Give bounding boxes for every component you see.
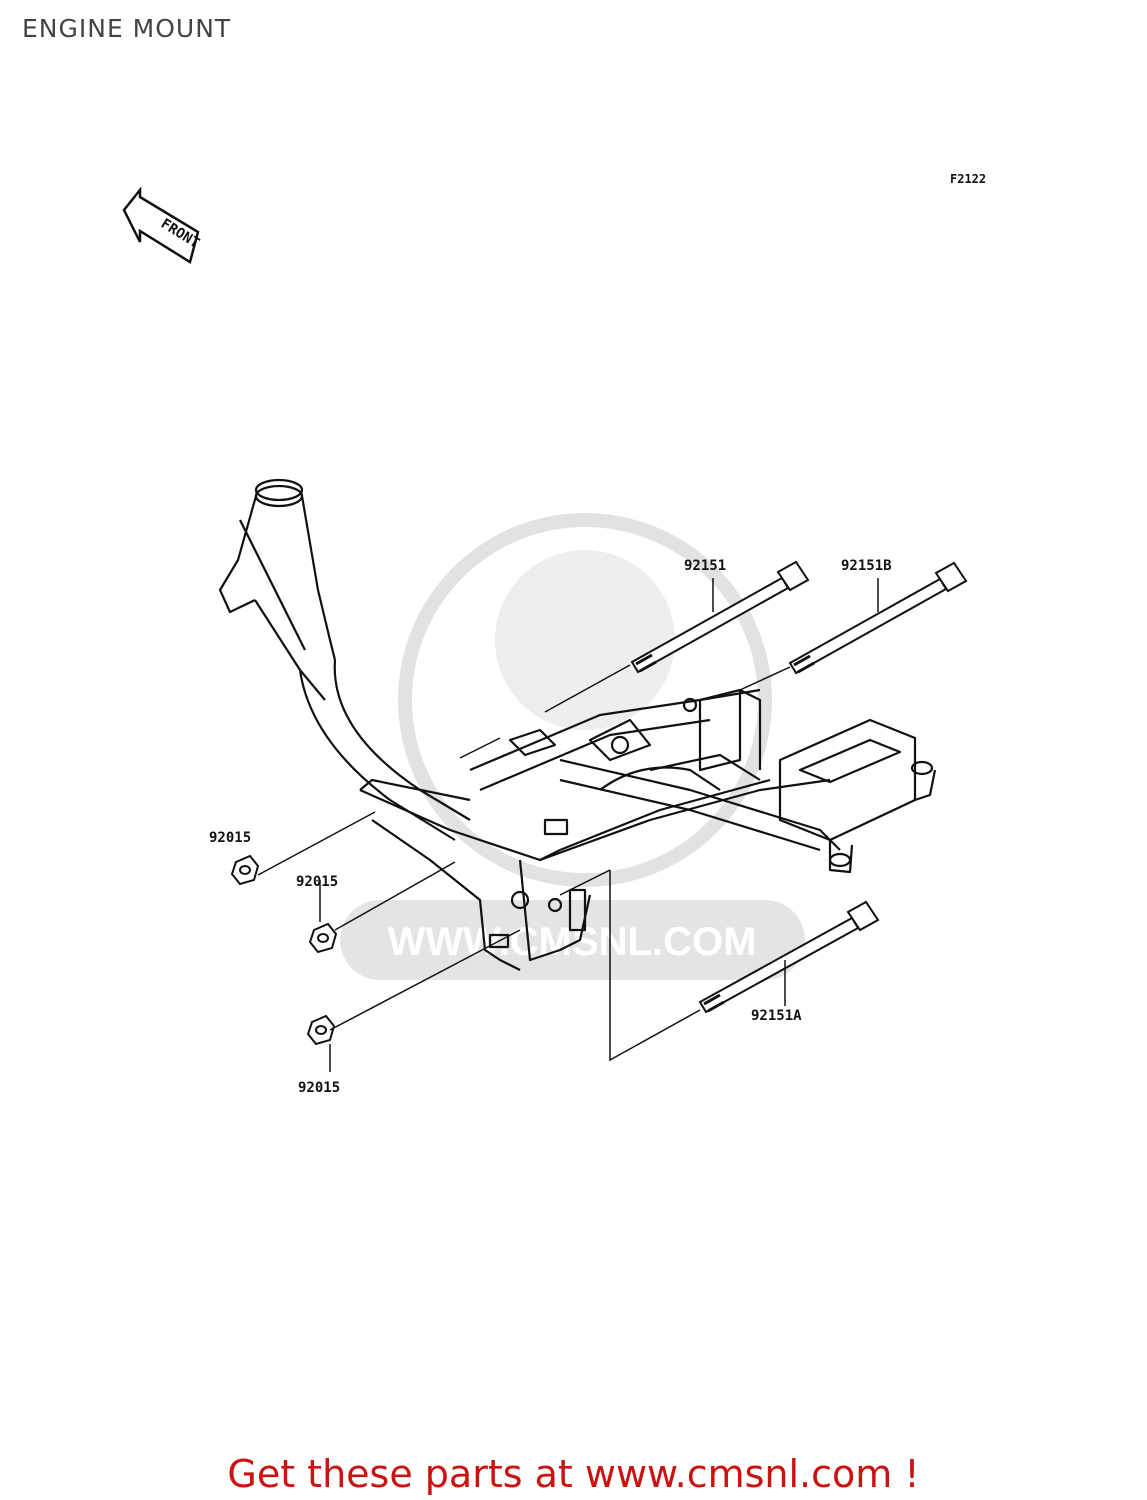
part-label-92151a[interactable]: 92151A xyxy=(751,1008,802,1024)
diagram-code: F2122 xyxy=(950,172,987,186)
part-label-92015-lower[interactable]: 92015 xyxy=(298,1080,341,1096)
part-label-92015-middle[interactable]: 92015 xyxy=(296,874,339,890)
part-label-92151[interactable]: 92151 xyxy=(684,558,727,574)
bolt-92151-drawing xyxy=(630,560,810,674)
page-title: ENGINE MOUNT xyxy=(22,14,232,43)
watermark-text: WWW.CMSNL.COM xyxy=(388,920,757,964)
part-label-92015-upper[interactable]: 92015 xyxy=(209,830,252,846)
frame-drawing xyxy=(218,478,937,971)
get-parts-link[interactable]: Get these parts at www.cmsnl.com ! xyxy=(227,1452,920,1496)
bolt-92151b-drawing xyxy=(788,561,968,675)
nut-92015-lower xyxy=(306,1014,336,1046)
leader-lines xyxy=(257,578,879,1072)
nut-92015-upper xyxy=(230,854,260,886)
nut-92015-middle xyxy=(308,922,338,954)
part-label-92151b[interactable]: 92151B xyxy=(841,558,892,574)
bolt-92151a-drawing xyxy=(698,900,880,1014)
front-arrow-icon: FRONT xyxy=(122,186,202,264)
watermark: WWW.CMSNL.COM xyxy=(340,513,805,980)
